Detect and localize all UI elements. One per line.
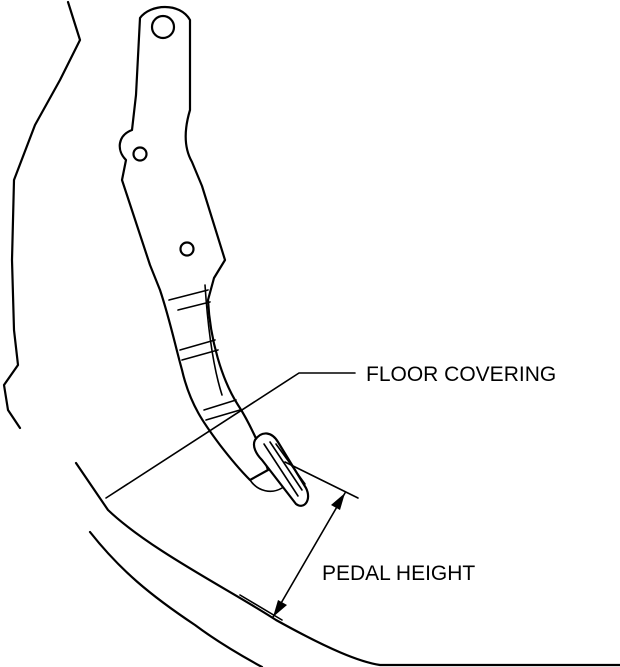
pedal-pad-mount	[249, 479, 283, 493]
pedal-lever	[118, 6, 270, 482]
pedal-height-extension-bottom	[239, 594, 283, 621]
floor-covering-upper-line	[74, 461, 620, 667]
rivet-hole-upper	[132, 146, 148, 162]
pedal-height-dimension-line	[272, 492, 346, 618]
dash-panel-outline	[2, 0, 82, 430]
lever-band-6	[205, 409, 241, 421]
pedal-height-arrow-bottom	[273, 600, 287, 617]
pedal-pad-groove-2	[269, 441, 303, 491]
pedal-pad-groove-1	[263, 443, 299, 497]
pedal-height-extension-top	[284, 461, 359, 499]
lever-band-5	[203, 399, 237, 411]
pedal-height-arrow-top	[331, 493, 345, 510]
floor-covering-lower-line	[88, 530, 264, 667]
rivet-hole-lower	[179, 241, 195, 257]
lever-band-1	[168, 289, 209, 301]
lever-inner-edge	[204, 284, 223, 396]
pedal-height-label: PEDAL HEIGHT	[322, 562, 475, 585]
floor-covering-leader	[105, 372, 356, 499]
lever-band-2	[177, 301, 211, 311]
floor-covering-label: FLOOR COVERING	[366, 363, 556, 386]
pivot-hole	[150, 14, 176, 40]
lever-band-3	[179, 339, 216, 351]
